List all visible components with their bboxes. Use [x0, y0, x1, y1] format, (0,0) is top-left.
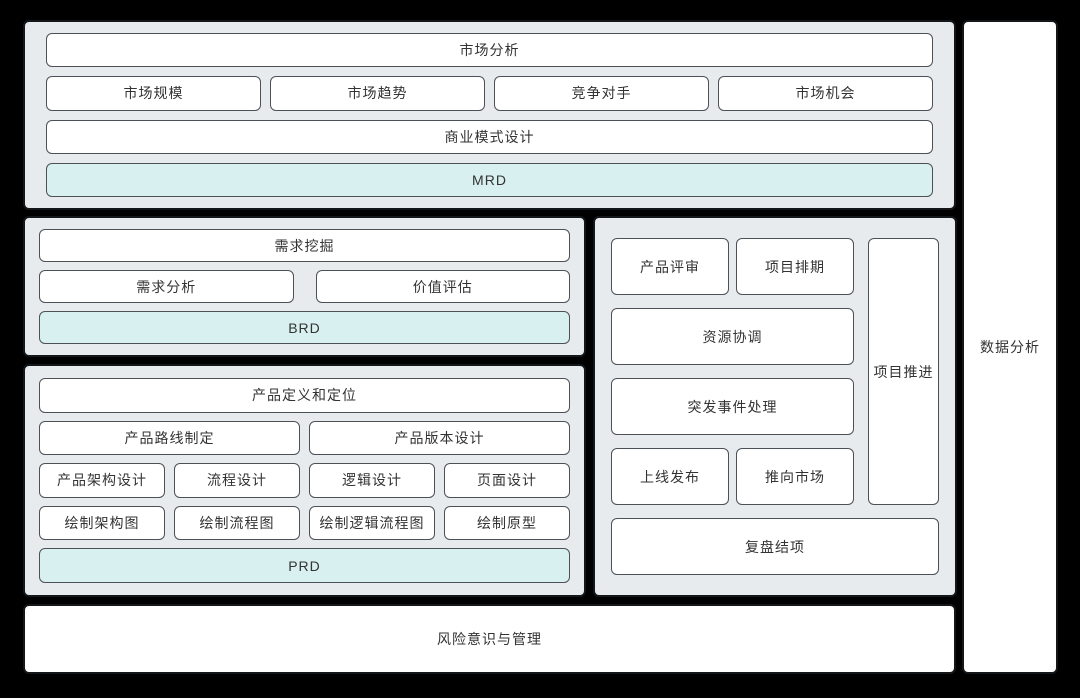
box-value-evaluation: 价值评估 [315, 270, 570, 303]
box-competitors: 竞争对手 [494, 76, 709, 111]
box-launch-release: 上线发布 [611, 448, 729, 505]
box-process-design: 流程设计 [174, 463, 300, 498]
section-project-management: 产品评审 项目排期 项目推进 资源协调 突发事件处理 上线发布 推向市场 复盘结… [593, 216, 957, 597]
box-draw-logic-flowchart: 绘制逻辑流程图 [309, 505, 435, 541]
box-brd-deliverable: BRD [39, 311, 570, 344]
box-market-trend: 市场趋势 [270, 76, 485, 111]
box-business-model-design: 商业模式设计 [46, 119, 933, 154]
box-architecture-design: 产品架构设计 [39, 463, 165, 498]
box-product-version-design: 产品版本设计 [309, 420, 570, 456]
box-draw-architecture-diagram: 绘制架构图 [39, 505, 165, 541]
box-risk-awareness-management: 风险意识与管理 [23, 604, 956, 674]
box-product-definition: 产品定义和定位 [39, 378, 570, 413]
box-market-size: 市场规模 [46, 76, 261, 111]
box-resource-coordination: 资源协调 [611, 308, 854, 365]
box-page-design: 页面设计 [444, 463, 570, 498]
section-product-design: 产品定义和定位 产品路线制定 产品版本设计 产品架构设计 流程设计 逻辑设计 页… [23, 364, 586, 597]
box-draw-prototype: 绘制原型 [444, 505, 570, 541]
box-incident-handling: 突发事件处理 [611, 378, 854, 435]
box-go-to-market: 推向市场 [736, 448, 854, 505]
box-product-review: 产品评审 [611, 238, 729, 295]
box-demand-analysis: 需求分析 [39, 270, 294, 303]
box-data-analysis: 数据分析 [962, 20, 1058, 674]
box-prd-deliverable: PRD [39, 548, 570, 583]
box-logic-design: 逻辑设计 [309, 463, 435, 498]
box-mrd-deliverable: MRD [46, 162, 933, 197]
box-demand-mining: 需求挖掘 [39, 229, 570, 262]
box-product-roadmap: 产品路线制定 [39, 420, 300, 456]
box-market-analysis-title: 市场分析 [46, 33, 933, 68]
box-market-opportunity: 市场机会 [718, 76, 933, 111]
box-project-schedule: 项目排期 [736, 238, 854, 295]
section-market-analysis: 市场分析 市场规模 市场趋势 竞争对手 市场机会 商业模式设计 MRD [23, 20, 956, 210]
box-project-advancement: 项目推进 [868, 238, 939, 505]
box-draw-flowchart: 绘制流程图 [174, 505, 300, 541]
section-requirements: 需求挖掘 需求分析 价值评估 BRD [23, 216, 586, 357]
box-review-closing: 复盘结项 [611, 518, 939, 575]
